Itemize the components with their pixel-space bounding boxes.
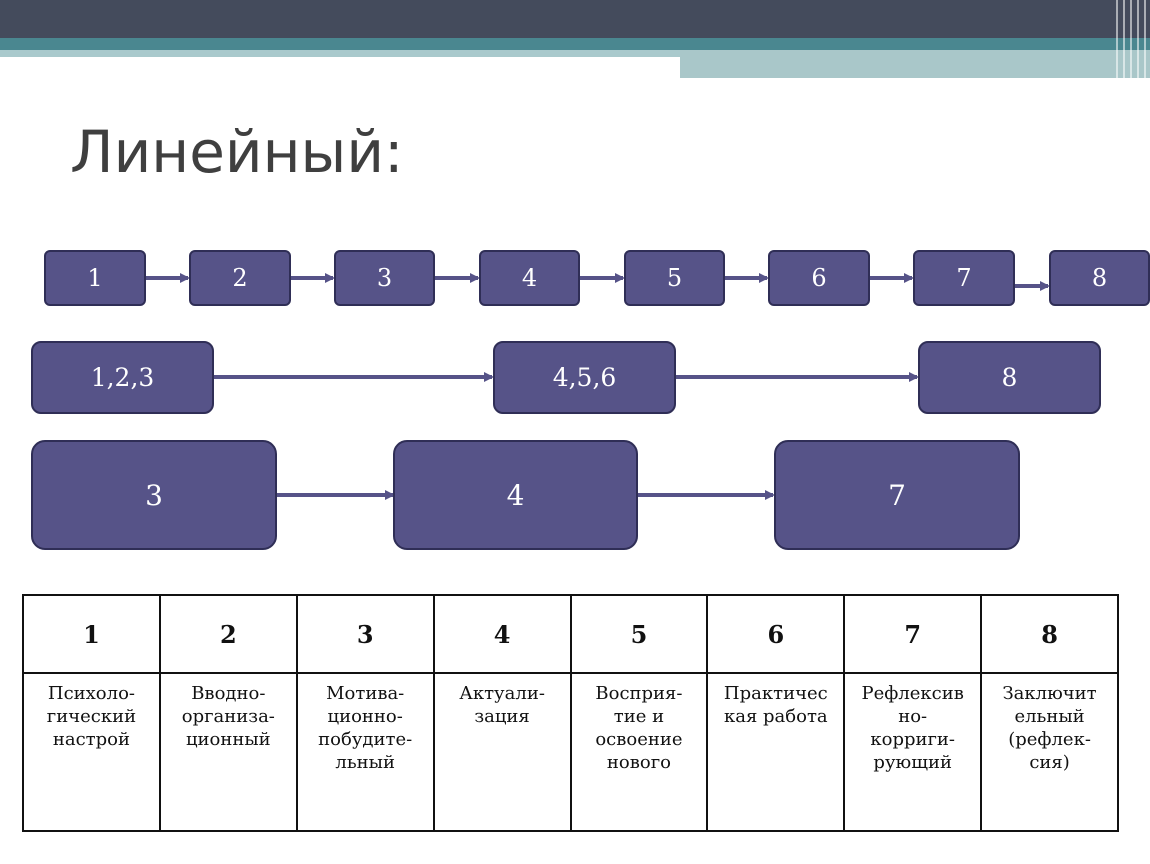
group-box-4-5-6: 4,5,6 [493, 341, 676, 414]
step-box-8: 8 [1049, 250, 1150, 306]
step-box-2: 2 [189, 250, 291, 306]
stage-desc-3: Мотива- ционно- побудите- льный [295, 672, 435, 832]
header-band-teal [0, 38, 1150, 50]
header-band-dark [0, 0, 1150, 38]
step-box-5: 5 [624, 250, 725, 306]
table-row-numbers: 1 2 3 4 5 6 7 8 [22, 594, 1119, 674]
step-box-3: 3 [334, 250, 435, 306]
stage-number-3: 3 [295, 594, 435, 674]
step-box-7: 7 [913, 250, 1015, 306]
stage-desc-4: Актуали- зация [432, 672, 572, 832]
stage-desc-6: Практичес кая работа [706, 672, 846, 832]
core-box-4: 4 [393, 440, 638, 550]
table-row-descriptions: Психоло- гический настрой Вводно- органи… [22, 672, 1119, 832]
stage-number-8: 8 [980, 594, 1119, 674]
stage-number-4: 4 [432, 594, 572, 674]
header-band-light-left [0, 50, 680, 57]
group-box-1-2-3: 1,2,3 [31, 341, 214, 414]
stage-number-6: 6 [706, 594, 846, 674]
stage-number-7: 7 [843, 594, 983, 674]
core-box-7: 7 [774, 440, 1020, 550]
stage-number-5: 5 [569, 594, 709, 674]
stage-number-1: 1 [22, 594, 161, 674]
core-box-3: 3 [31, 440, 277, 550]
step-box-6: 6 [768, 250, 870, 306]
header-stripes [1116, 0, 1150, 78]
stages-table: 1 2 3 4 5 6 7 8 Психоло- гический настро… [22, 594, 1119, 832]
stage-desc-1: Психоло- гический настрой [22, 672, 161, 832]
header-band-light-right [680, 50, 1150, 78]
stage-number-2: 2 [158, 594, 298, 674]
stage-desc-7: Рефлексив но- корриги- рующий [843, 672, 983, 832]
stage-desc-8: Заключит ельный (рефлек- сия) [980, 672, 1119, 832]
stage-desc-5: Восприя- тие и освоение нового [569, 672, 709, 832]
group-box-8: 8 [918, 341, 1101, 414]
step-box-4: 4 [479, 250, 580, 306]
slide-title: Линейный: [70, 118, 404, 186]
stage-desc-2: Вводно- организа- ционный [158, 672, 298, 832]
step-box-1: 1 [44, 250, 146, 306]
